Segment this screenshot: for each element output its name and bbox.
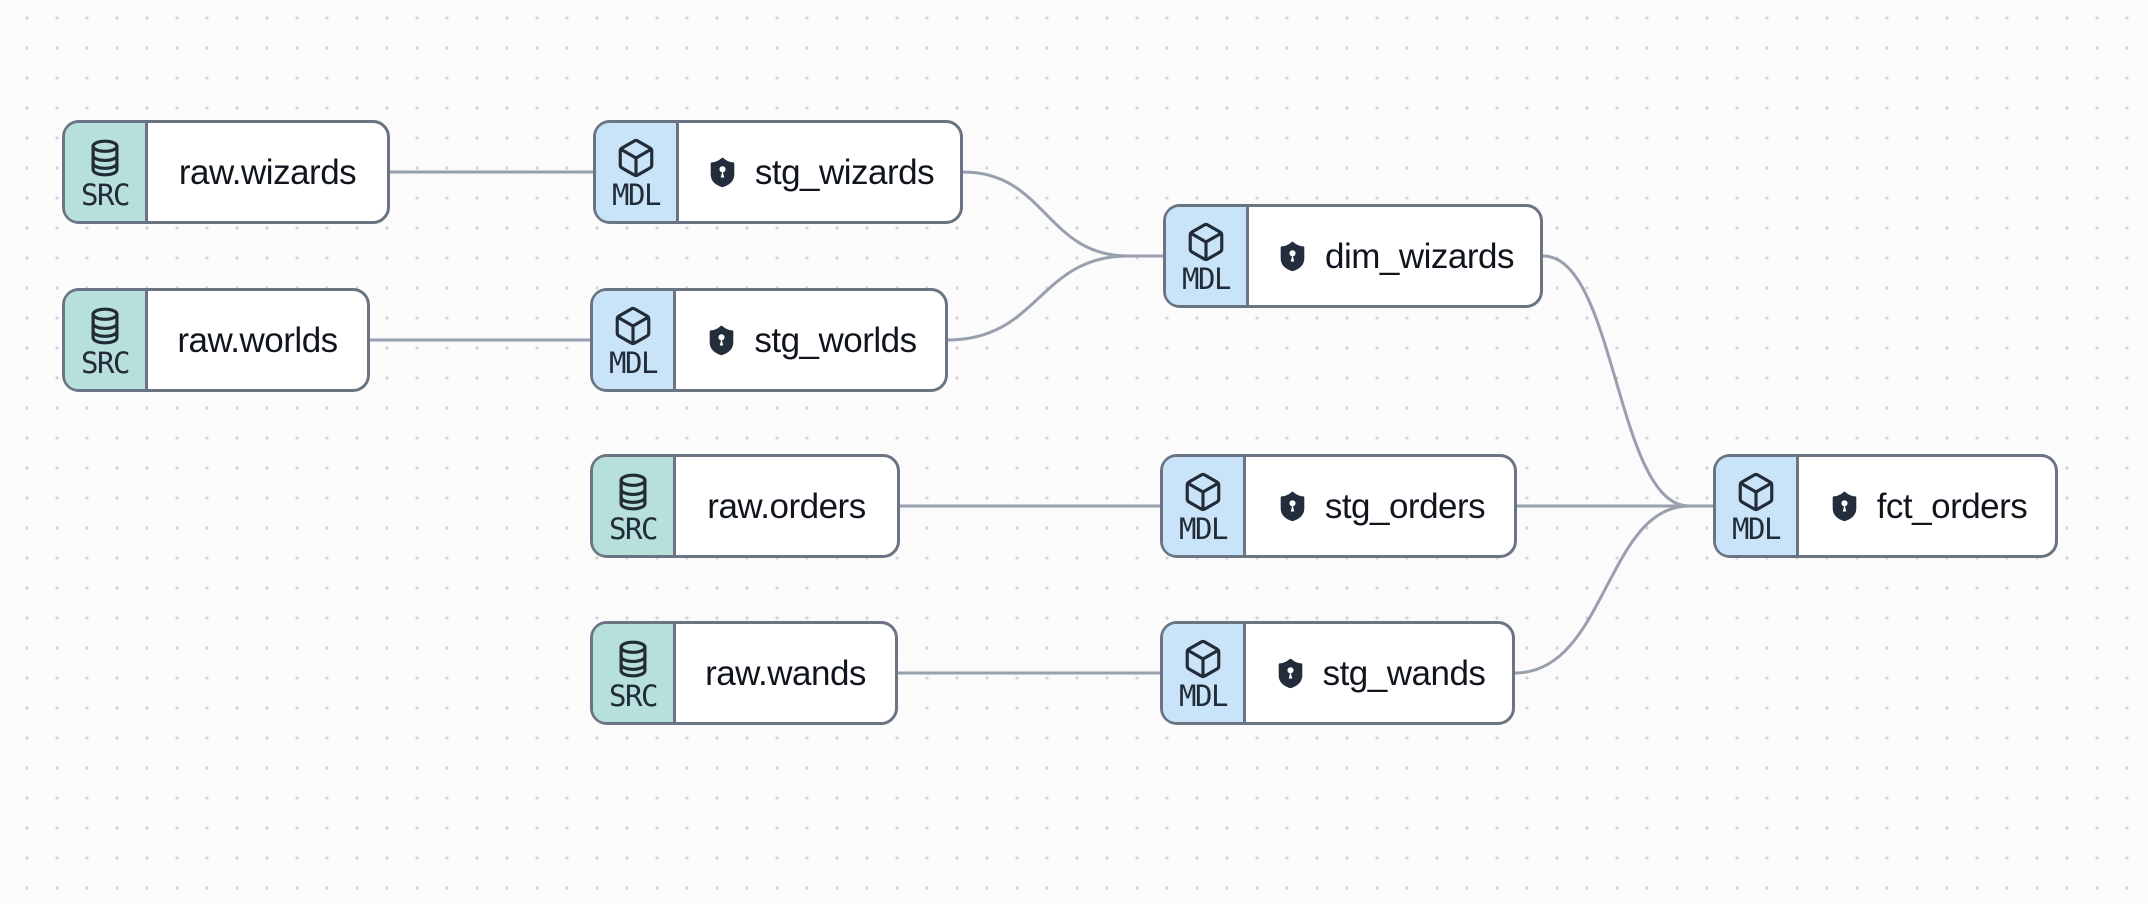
node-label: stg_wands [1322, 653, 1486, 693]
edge-stg_worlds-dim_wizards [946, 254, 1165, 342]
cube-icon [612, 305, 654, 347]
model-type-badge: MDL [1163, 457, 1246, 555]
node-dim-wizards[interactable]: MDL dim_wizards [1163, 204, 1543, 308]
model-type-badge: MDL [1163, 624, 1246, 722]
node-label: raw.wizards [178, 152, 357, 192]
model-type-badge: MDL [1716, 457, 1799, 555]
node-stg-orders[interactable]: MDL stg_orders [1160, 454, 1517, 558]
shield-lock-icon [705, 155, 740, 190]
database-icon [612, 638, 654, 680]
shield-lock-icon [1273, 656, 1308, 691]
node-raw-wizards[interactable]: SRC raw.wizards [62, 120, 390, 224]
badge-label: SRC [81, 177, 130, 212]
cube-icon [615, 137, 657, 179]
model-type-badge: MDL [596, 123, 679, 221]
database-icon [612, 471, 654, 513]
badge-label: MDL [1182, 261, 1231, 296]
database-icon [84, 137, 126, 179]
node-raw-worlds[interactable]: SRC raw.worlds [62, 288, 370, 392]
edge-stg_wands-fct_orders [1513, 504, 1715, 675]
cube-icon [1735, 471, 1777, 513]
shield-lock-icon [1275, 239, 1310, 274]
node-label: stg_worlds [754, 320, 917, 360]
node-label: fct_orders [1876, 486, 2028, 526]
node-label: stg_wizards [754, 152, 935, 192]
source-type-badge: SRC [65, 291, 148, 389]
source-type-badge: SRC [65, 123, 148, 221]
edge-dim_wizards-fct_orders [1541, 254, 1715, 508]
node-stg-wizards[interactable]: MDL stg_wizards [593, 120, 963, 224]
cube-icon [1182, 638, 1224, 680]
node-label: raw.wands [705, 653, 866, 693]
node-raw-orders[interactable]: SRC raw.orders [590, 454, 900, 558]
cube-icon [1185, 221, 1227, 263]
edge-stg_wizards-dim_wizards [961, 170, 1165, 258]
model-type-badge: MDL [593, 291, 676, 389]
node-stg-worlds[interactable]: MDL stg_worlds [590, 288, 948, 392]
node-label: stg_orders [1324, 486, 1486, 526]
node-fct-orders[interactable]: MDL fct_orders [1713, 454, 2058, 558]
node-label: raw.worlds [177, 320, 338, 360]
database-icon [84, 305, 126, 347]
badge-label: MDL [609, 345, 658, 380]
badge-label: MDL [612, 177, 661, 212]
badge-label: SRC [609, 678, 658, 713]
badge-label: MDL [1179, 511, 1228, 546]
node-label: dim_wizards [1325, 236, 1515, 276]
badge-label: SRC [81, 345, 130, 380]
shield-lock-icon [1827, 489, 1862, 524]
source-type-badge: SRC [593, 624, 676, 722]
shield-lock-icon [704, 323, 739, 358]
source-type-badge: SRC [593, 457, 676, 555]
badge-label: MDL [1179, 678, 1228, 713]
cube-icon [1182, 471, 1224, 513]
badge-label: MDL [1732, 511, 1781, 546]
node-label: raw.orders [707, 486, 866, 526]
node-raw-wands[interactable]: SRC raw.wands [590, 621, 898, 725]
badge-label: SRC [609, 511, 658, 546]
node-stg-wands[interactable]: MDL stg_wands [1160, 621, 1515, 725]
shield-lock-icon [1275, 489, 1310, 524]
model-type-badge: MDL [1166, 207, 1249, 305]
